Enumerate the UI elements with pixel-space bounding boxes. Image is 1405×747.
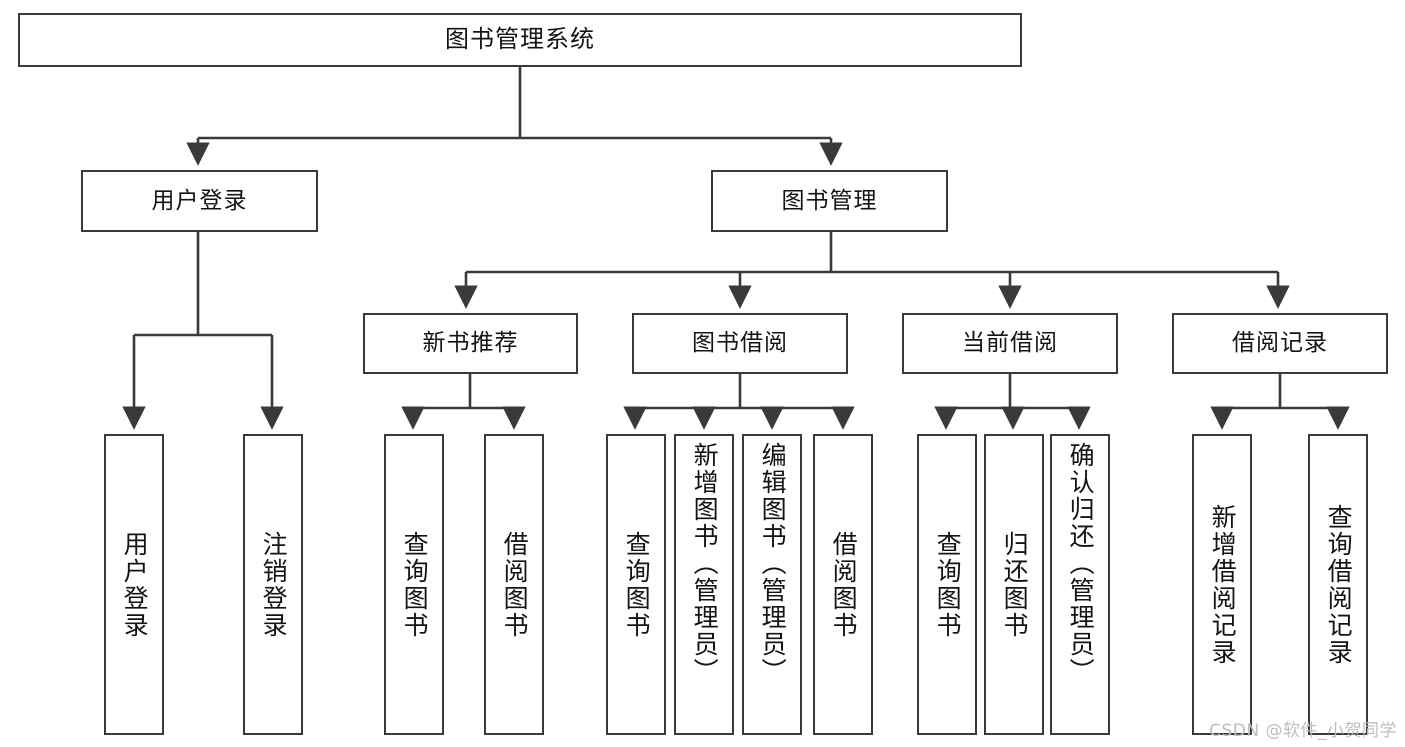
node-leaf-query-book-borrow[interactable]: 查询图书 [606,434,666,735]
node-leaf-return-book[interactable]: 归还图书 [984,434,1044,735]
leaf-text-wrap: 用户登录 [106,436,162,733]
node-book-manage[interactable]: 图书管理 [711,170,948,232]
node-label: 新增图书（管理员） [690,442,720,685]
leaf-text-wrap: 查询借阅记录 [1310,436,1366,733]
leaf-text-wrap: 确认归还（管理员） [1052,436,1108,733]
node-leaf-query-book-current[interactable]: 查询图书 [917,434,977,735]
node-leaf-query-borrow-record[interactable]: 查询借阅记录 [1308,434,1368,735]
node-label: 归还图书 [1000,530,1030,639]
node-label: 编辑图书（管理员） [758,442,788,685]
leaf-text-wrap: 查询图书 [386,436,442,733]
node-label: 借阅图书 [500,530,530,639]
node-label: 图书借阅 [692,330,788,357]
leaf-text-wrap: 新增借阅记录 [1194,436,1250,733]
leaf-text-wrap: 借阅图书 [815,436,871,733]
node-label: 查询图书 [622,530,652,639]
node-current-borrow[interactable]: 当前借阅 [902,313,1118,374]
leaf-text-wrap: 注销登录 [245,436,301,733]
node-leaf-user-login[interactable]: 用户登录 [104,434,164,735]
node-user-login[interactable]: 用户登录 [81,170,318,232]
node-leaf-confirm-return[interactable]: 确认归还（管理员） [1050,434,1110,735]
node-label: 图书管理 [781,187,878,214]
node-label: 借阅记录 [1232,330,1328,357]
node-leaf-query-book-recommend[interactable]: 查询图书 [384,434,444,735]
node-leaf-borrow-book-recommend[interactable]: 借阅图书 [484,434,544,735]
node-label: 注销登录 [259,530,289,639]
leaf-text-wrap: 查询图书 [608,436,664,733]
node-label: 确认归还（管理员） [1066,442,1096,685]
node-label: 查询图书 [933,530,963,639]
node-label: 用户登录 [151,187,248,214]
leaf-text-wrap: 编辑图书（管理员） [744,436,800,733]
node-label: 用户登录 [120,530,150,639]
node-leaf-borrow-book[interactable]: 借阅图书 [813,434,873,735]
node-label: 新增借阅记录 [1208,503,1238,666]
node-book-borrow[interactable]: 图书借阅 [632,313,848,374]
node-label: 新书推荐 [422,330,519,357]
leaf-text-wrap: 查询图书 [919,436,975,733]
csdn-watermark: CSDN @软件_小贺同学 [1209,721,1397,741]
node-leaf-edit-book[interactable]: 编辑图书（管理员） [742,434,802,735]
node-label: 查询借阅记录 [1324,503,1354,666]
node-label: 当前借阅 [962,330,1058,357]
node-label: 图书管理系统 [445,25,595,54]
node-root-book-management-system[interactable]: 图书管理系统 [18,13,1022,67]
node-label: 查询图书 [400,530,430,639]
node-leaf-user-logout[interactable]: 注销登录 [243,434,303,735]
node-borrow-record[interactable]: 借阅记录 [1172,313,1388,374]
node-new-book-recommend[interactable]: 新书推荐 [363,313,578,374]
leaf-text-wrap: 新增图书（管理员） [676,436,732,733]
node-leaf-add-book[interactable]: 新增图书（管理员） [674,434,734,735]
leaf-text-wrap: 借阅图书 [486,436,542,733]
leaf-text-wrap: 归还图书 [986,436,1042,733]
node-label: 借阅图书 [829,530,859,639]
node-leaf-add-borrow-record[interactable]: 新增借阅记录 [1192,434,1252,735]
